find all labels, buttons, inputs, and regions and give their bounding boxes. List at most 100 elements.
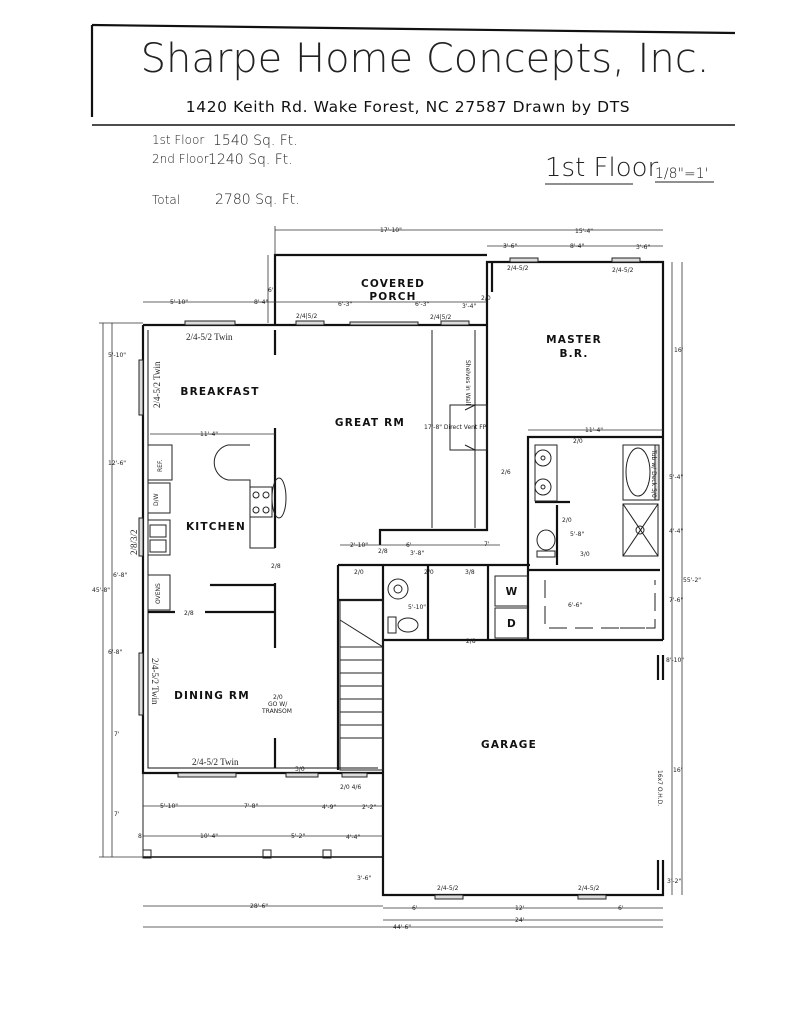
dim: 3'-4" — [462, 303, 476, 310]
dim: 2'-10" — [350, 542, 368, 549]
washer: W — [506, 586, 519, 598]
room-garage: GARAGE — [481, 739, 537, 751]
dim: 11'-4" — [200, 431, 218, 438]
dim: 2'-2" — [362, 804, 376, 811]
second-floor-area: 1240 Sq. Ft. — [208, 152, 293, 168]
sheet-floor: 1st Floor — [545, 153, 659, 183]
dim: 2/0 — [562, 517, 572, 524]
dim: 2/8 — [184, 610, 194, 617]
first-floor-area: 1540 Sq. Ft. — [213, 133, 298, 149]
windows — [138, 257, 660, 900]
dim: 2/4-5/2 — [437, 885, 459, 892]
breakfast-window-label: 2/4-5/2 Twin — [152, 361, 162, 408]
dim: 7' — [114, 811, 120, 818]
room-breakfast: BREAKFAST — [180, 386, 259, 398]
dim: 2/0 — [354, 569, 364, 576]
dim: 2/0 — [273, 694, 283, 701]
dim: 5'-10" — [108, 352, 126, 359]
dim: 17'-10" — [380, 227, 402, 234]
dim: 2/4-5/2 — [612, 267, 634, 274]
dim: 2/0 — [481, 295, 491, 302]
ovens-label: OVENS — [155, 583, 162, 604]
dim: 3/8 — [465, 569, 475, 576]
dim: 2/8 — [378, 548, 388, 555]
dim: 3/0 — [580, 551, 590, 558]
dim: 5'-8" — [570, 531, 584, 538]
garage-door-label: 16x7 O.H.D. — [656, 770, 663, 806]
dim: 7' — [484, 541, 490, 548]
kitchen-window-label: 2/8/3/2 — [129, 529, 139, 555]
dim: 2/4-5/2 Twin — [192, 757, 239, 767]
dim: 3'-6" — [636, 244, 650, 251]
dim: 28'-6" — [250, 903, 268, 910]
total-label: Total — [152, 193, 180, 207]
dim: 2/8 — [466, 638, 476, 645]
area-summary: 1st Floor 1540 Sq. Ft. 2nd Floor 1240 Sq… — [152, 133, 714, 208]
dim: 4'-9" — [322, 804, 336, 811]
dim: 4'-4" — [346, 834, 360, 841]
company-name: Sharpe Home Concepts, Inc. — [141, 36, 710, 82]
dim: 4'-4" — [669, 528, 683, 535]
tub-label: Tub w/ Deck 5/0 — [650, 449, 657, 498]
dim: 24' — [515, 917, 525, 924]
first-floor-label: 1st Floor — [152, 133, 204, 147]
sheet-scale: 1/8"=1' — [655, 166, 708, 182]
dimension-texts: 17'-10" 15'-4" 3'-6" 8'-4" 3'-6" 6' 5'-1… — [92, 227, 701, 931]
address-line: 1420 Keith Rd. Wake Forest, NC 27587 Dra… — [186, 98, 630, 116]
dim: 5'-10" — [170, 299, 188, 306]
dim: 2/0 — [424, 569, 434, 576]
dim: 2/6 — [501, 469, 511, 476]
dim: 8'-4" — [570, 243, 584, 250]
shelves-label: Shelves in Wall — [464, 360, 471, 406]
dim: 6'-8" — [113, 572, 127, 579]
dim: 3'-2" — [667, 878, 681, 885]
dim: 2/4-5/2 Twin — [186, 332, 233, 342]
dim: 44'-6" — [393, 924, 411, 931]
dim: 6'-6" — [568, 602, 582, 609]
dim: 2/8 — [271, 563, 281, 570]
dim: 15'-4" — [575, 228, 593, 235]
dim: 7' — [114, 731, 120, 738]
dim: 16' — [673, 767, 683, 774]
dim: 6'-3" — [415, 301, 429, 308]
dim: 8'-4" — [254, 299, 268, 306]
room-dining-rm: DINING RM — [174, 690, 250, 702]
dim: 11'-4" — [585, 427, 603, 434]
dim: 10'-4" — [200, 833, 218, 840]
dim: 6'-8" — [108, 649, 122, 656]
dw-label: D/W — [153, 493, 160, 506]
vertical-labels: 2/4-5/2 Twin 2/8/3/2 2/4-5/2 Twin REF. D… — [129, 360, 663, 806]
dim: 2/4|5/2 — [430, 314, 452, 321]
dim: 16' — [674, 347, 684, 354]
dim: 5'-10" — [160, 803, 178, 810]
dim: 2/4-5/2 — [578, 885, 600, 892]
dim: 5'-4" — [669, 474, 683, 481]
dim: 17'-8" Direct Vent FP — [424, 424, 487, 431]
dim: 2/0 4/6 — [340, 784, 361, 791]
dim: 8'-10" — [666, 657, 684, 664]
room-labels: COVERED PORCH MASTER B.R. BREAKFAST GREA… — [174, 278, 602, 751]
total-area: 2780 Sq. Ft. — [215, 192, 300, 208]
dim: TRANSOM — [261, 708, 292, 715]
dim: 55'-2" — [683, 577, 701, 584]
dim: 3'-6" — [357, 875, 371, 882]
room-covered-porch: COVERED — [361, 278, 425, 290]
dim: 6' — [268, 287, 274, 294]
title-block: Sharpe Home Concepts, Inc. 1420 Keith Rd… — [90, 23, 736, 126]
room-kitchen: KITCHEN — [186, 521, 246, 533]
dim: 5'-10" — [408, 604, 426, 611]
second-floor-label: 2nd Floor — [152, 152, 209, 166]
dim: 3'-8" — [410, 550, 424, 557]
ref-label: REF. — [157, 460, 164, 472]
room-master-br: MASTER — [546, 334, 602, 346]
dim: 7'-8" — [244, 803, 258, 810]
dryer: D — [507, 618, 517, 630]
dim: 45'-8" — [92, 587, 110, 594]
room-covered-porch-line2: PORCH — [369, 291, 416, 303]
dim: 6' — [412, 905, 418, 912]
room-master-br-line2: B.R. — [559, 348, 588, 360]
dim: 3'-6" — [503, 243, 517, 250]
walls — [141, 253, 665, 897]
dim: 6' — [618, 905, 624, 912]
